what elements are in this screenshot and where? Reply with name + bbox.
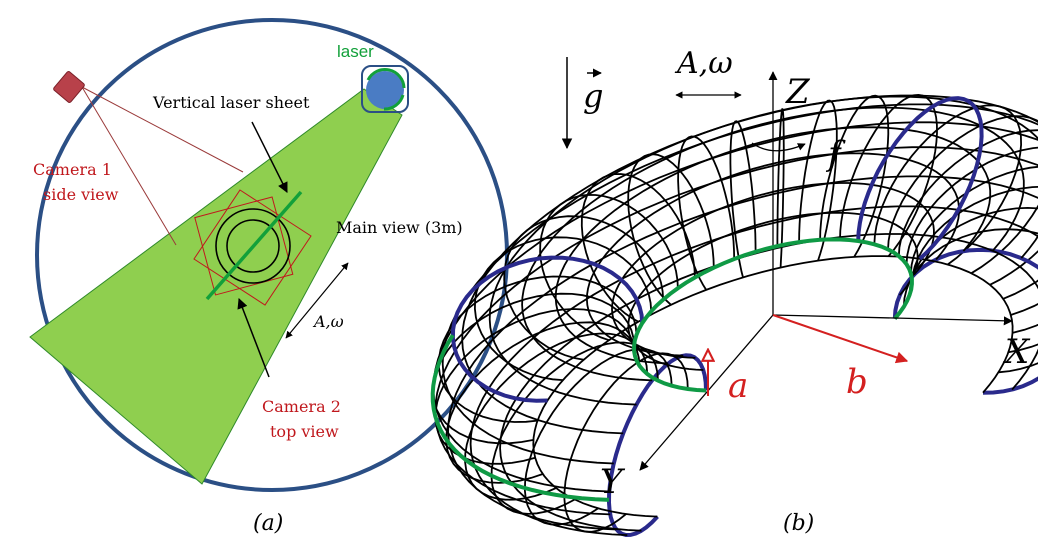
gravity-label: g (583, 77, 603, 115)
torus-outer (215, 208, 291, 284)
camera2-square (193, 189, 312, 306)
camera1-label-line2: side view (43, 185, 119, 204)
torus-grid-line (430, 334, 610, 502)
torus-grid-line (798, 99, 838, 261)
torus-inner (226, 219, 280, 273)
torus-grid-line (632, 237, 914, 393)
camera2-field (194, 196, 294, 296)
camera2-pointer-arrow (237, 298, 270, 378)
torus-grid-line (469, 205, 1038, 536)
torus-grid-line (434, 146, 1038, 516)
camera1-view-line (81, 86, 177, 246)
tank-outline (35, 18, 509, 492)
sheet-pointer-arrow (251, 121, 288, 193)
a-omega-label: A,ω (312, 312, 344, 331)
torus-grid-line (902, 228, 1038, 374)
laser-source-green-arc (366, 67, 406, 89)
panel-b: g A,ω Z f X Y b a (b) (430, 46, 1038, 538)
vertical-laser-sheet-label: Vertical laser sheet (152, 93, 310, 112)
torus-grid-line (521, 106, 1025, 382)
camera1-label-line1: Camera 1 (33, 160, 112, 179)
camera1-view-line (81, 86, 244, 173)
torus-grid-line (563, 352, 689, 533)
torus-wireframe (430, 93, 1038, 538)
major-radius-label: b (846, 362, 868, 402)
torus-grid-line (441, 103, 1038, 465)
torus-grid-line (611, 182, 935, 359)
x-axis (772, 314, 1013, 326)
panel-b-caption: (b) (783, 511, 814, 536)
torus-grid-line (488, 95, 1038, 406)
laser-sheet-line (205, 190, 303, 301)
torus-grid-line (450, 255, 645, 403)
torus-grid-line (532, 255, 1014, 518)
torus-grid-line (585, 152, 960, 357)
torus-grid-line (432, 121, 1038, 493)
a-omega-label: A,ω (674, 46, 733, 81)
torus-grid-line (911, 185, 1038, 334)
torus-grid-line (554, 126, 992, 365)
major-radius-arrow (772, 314, 909, 364)
laser-label: laser (337, 42, 374, 61)
camera2-label-line1: Camera 2 (262, 397, 341, 416)
minor-radius-label: a (728, 366, 748, 406)
panel-a: laser Vertical laser sheet Camera 1 side… (29, 18, 509, 536)
y-axis-label: Y (600, 462, 626, 502)
torus-grid-line (819, 94, 890, 258)
laser-housing (361, 65, 409, 113)
torus-grid-line (905, 146, 1038, 300)
torus-grid-line (856, 96, 984, 261)
camera2-label-line2: top view (270, 422, 339, 441)
torus-grid-line (910, 165, 1038, 316)
panel-a-caption: (a) (253, 511, 283, 536)
x-axis-label: X (1002, 332, 1031, 372)
torus-grid-line (447, 175, 1038, 531)
laser-source (366, 71, 404, 109)
camera1-icon (53, 71, 85, 103)
torus-grid-line (892, 247, 1038, 395)
main-view-label: Main view (3m) (336, 218, 463, 237)
y-axis (639, 314, 774, 471)
torus-grid-line (897, 129, 1038, 286)
oscillation-arrow (285, 262, 349, 339)
